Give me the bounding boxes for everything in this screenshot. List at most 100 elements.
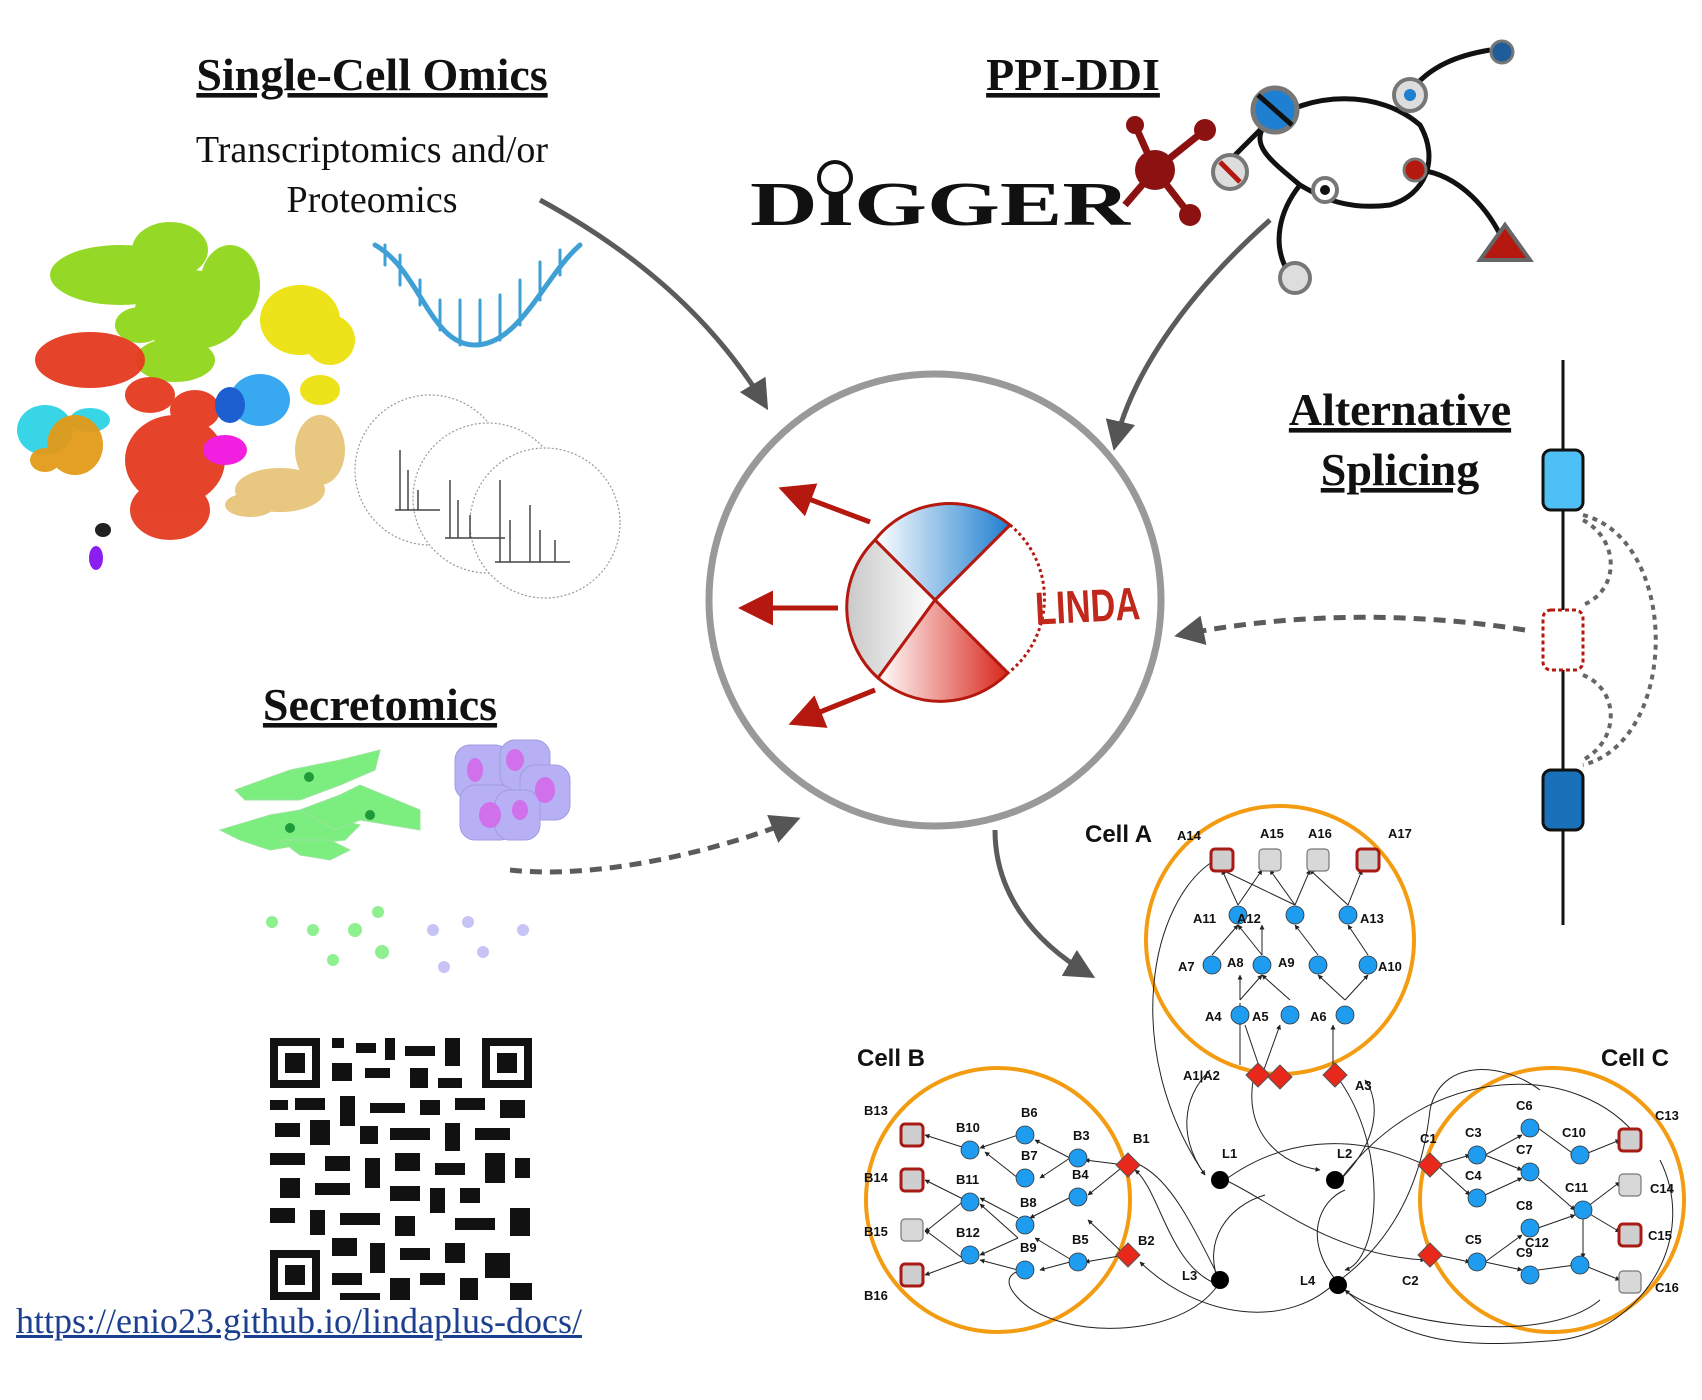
- node-c11: [1573, 1200, 1593, 1220]
- node-c3: [1467, 1145, 1487, 1165]
- node-a9: [1308, 955, 1328, 975]
- single-cell-subtitle-line2: Proteomics: [287, 179, 458, 221]
- alternative-splicing-title-line1: Alternative: [1289, 384, 1511, 435]
- node-a11: [1228, 905, 1248, 925]
- node-label-a12: A12: [1237, 911, 1261, 926]
- linda-hub: LINDA: [705, 370, 1165, 830]
- node-a4: [1230, 1005, 1250, 1025]
- node-c14: [1618, 1173, 1642, 1197]
- node-b8: [1015, 1215, 1035, 1235]
- node-b9: [1015, 1260, 1035, 1280]
- node-label-c10: C10: [1562, 1125, 1586, 1140]
- node-label-a10: A10: [1378, 959, 1402, 974]
- node-l3: [1211, 1271, 1229, 1289]
- node-b2: [1115, 1242, 1141, 1268]
- node-label-a3: A3: [1355, 1078, 1372, 1093]
- node-a5: [1280, 1005, 1300, 1025]
- node-label-a5: A5: [1252, 1009, 1269, 1024]
- node-label-b14: B14: [864, 1170, 889, 1185]
- node-b10: [960, 1140, 980, 1160]
- docs-url-link[interactable]: https://enio23.github.io/lindaplus-docs/: [16, 1301, 582, 1341]
- cell-a-title: Cell A: [1085, 821, 1152, 848]
- node-label-a14: A14: [1177, 828, 1202, 843]
- node-b5: [1068, 1252, 1088, 1272]
- single-cell-subtitle-line1: Transcriptomics and/or: [196, 129, 549, 171]
- node-c15: [1617, 1222, 1643, 1248]
- node-label-l2: L2: [1337, 1146, 1352, 1161]
- node-label-a9: A9: [1278, 955, 1295, 970]
- node-label-c9: C9: [1516, 1245, 1533, 1260]
- node-c7: [1520, 1162, 1540, 1182]
- node-a1b: [1267, 1064, 1293, 1090]
- input-arrows: [509, 197, 1526, 979]
- node-label-a1-a2: A1|A2: [1183, 1068, 1220, 1083]
- node-label-c1: C1: [1420, 1131, 1437, 1146]
- node-label-l4: L4: [1300, 1273, 1316, 1288]
- node-a10: [1358, 955, 1378, 975]
- node-l1: [1211, 1171, 1229, 1189]
- node-c5: [1467, 1252, 1487, 1272]
- node-label-b15: B15: [864, 1224, 888, 1239]
- node-b16: [899, 1262, 925, 1288]
- node-b4: [1068, 1187, 1088, 1207]
- cell-c-boundary: [1418, 1066, 1686, 1334]
- dna-icon: [372, 242, 583, 348]
- digger-logo: DIGGER: [750, 116, 1216, 239]
- single-cell-omics-title: Single-Cell Omics: [196, 49, 547, 100]
- node-b12: [960, 1245, 980, 1265]
- node-label-a6: A6: [1310, 1009, 1327, 1024]
- node-label-a17: A17: [1388, 826, 1412, 841]
- node-label-c13: C13: [1655, 1108, 1679, 1123]
- node-label-l3: L3: [1182, 1268, 1197, 1283]
- node-l2: [1326, 1171, 1344, 1189]
- node-a15: [1258, 848, 1282, 872]
- linda-logo-text: LINDA: [1034, 577, 1142, 634]
- node-a12: [1285, 905, 1305, 925]
- node-label-b8: B8: [1020, 1195, 1037, 1210]
- node-label-b3: B3: [1073, 1128, 1090, 1143]
- node-b6: [1015, 1125, 1035, 1145]
- node-label-b7: B7: [1021, 1148, 1038, 1163]
- node-label-c4: C4: [1465, 1168, 1482, 1183]
- node-a14: [1209, 847, 1235, 873]
- node-label-c8: C8: [1516, 1198, 1533, 1213]
- node-a8: [1252, 955, 1272, 975]
- node-label-c3: C3: [1465, 1125, 1482, 1140]
- node-b13: [899, 1122, 925, 1148]
- alternative-splicing-title-line2: Splicing: [1321, 444, 1480, 495]
- node-label-a11: A11: [1193, 911, 1216, 926]
- cell-icon: [218, 739, 571, 973]
- ms-spectra-icon: [354, 394, 621, 599]
- node-label-a15: A15: [1260, 826, 1284, 841]
- node-b15: [900, 1218, 924, 1242]
- node-label-b1: B1: [1133, 1131, 1150, 1146]
- node-label-c2: C2: [1402, 1273, 1419, 1288]
- node-label-b6: B6: [1021, 1105, 1038, 1120]
- ppi-ddi-title: PPI-DDI: [986, 49, 1160, 100]
- splicing-icon: [1541, 360, 1658, 925]
- cell-network-diagram: Cell A Cell B Cell C: [857, 804, 1686, 1344]
- node-label-b10: B10: [956, 1120, 980, 1135]
- node-a13: [1338, 905, 1358, 925]
- node-label-a8: A8: [1227, 955, 1244, 970]
- node-label-c14: C14: [1650, 1181, 1675, 1196]
- node-label-l1: L1: [1222, 1146, 1237, 1161]
- node-label-b16: B16: [864, 1288, 888, 1303]
- node-c4: [1467, 1188, 1487, 1208]
- node-b1: [1115, 1152, 1141, 1178]
- node-c9: [1520, 1265, 1540, 1285]
- cell-b-boundary: [864, 1066, 1132, 1334]
- node-label-a13: A13: [1360, 911, 1384, 926]
- node-label-b2: B2: [1138, 1233, 1155, 1248]
- digger-logo-text: DIGGER: [750, 171, 1132, 239]
- node-label-c5: C5: [1465, 1232, 1482, 1247]
- node-c16: [1618, 1270, 1642, 1294]
- node-label-c16: C16: [1655, 1280, 1679, 1295]
- node-c13: [1617, 1127, 1643, 1153]
- node-a3: [1322, 1062, 1348, 1088]
- node-a17: [1355, 847, 1381, 873]
- cell-a-boundary: [1144, 804, 1416, 1076]
- node-label-c6: C6: [1516, 1098, 1533, 1113]
- node-label-b13: B13: [864, 1103, 888, 1118]
